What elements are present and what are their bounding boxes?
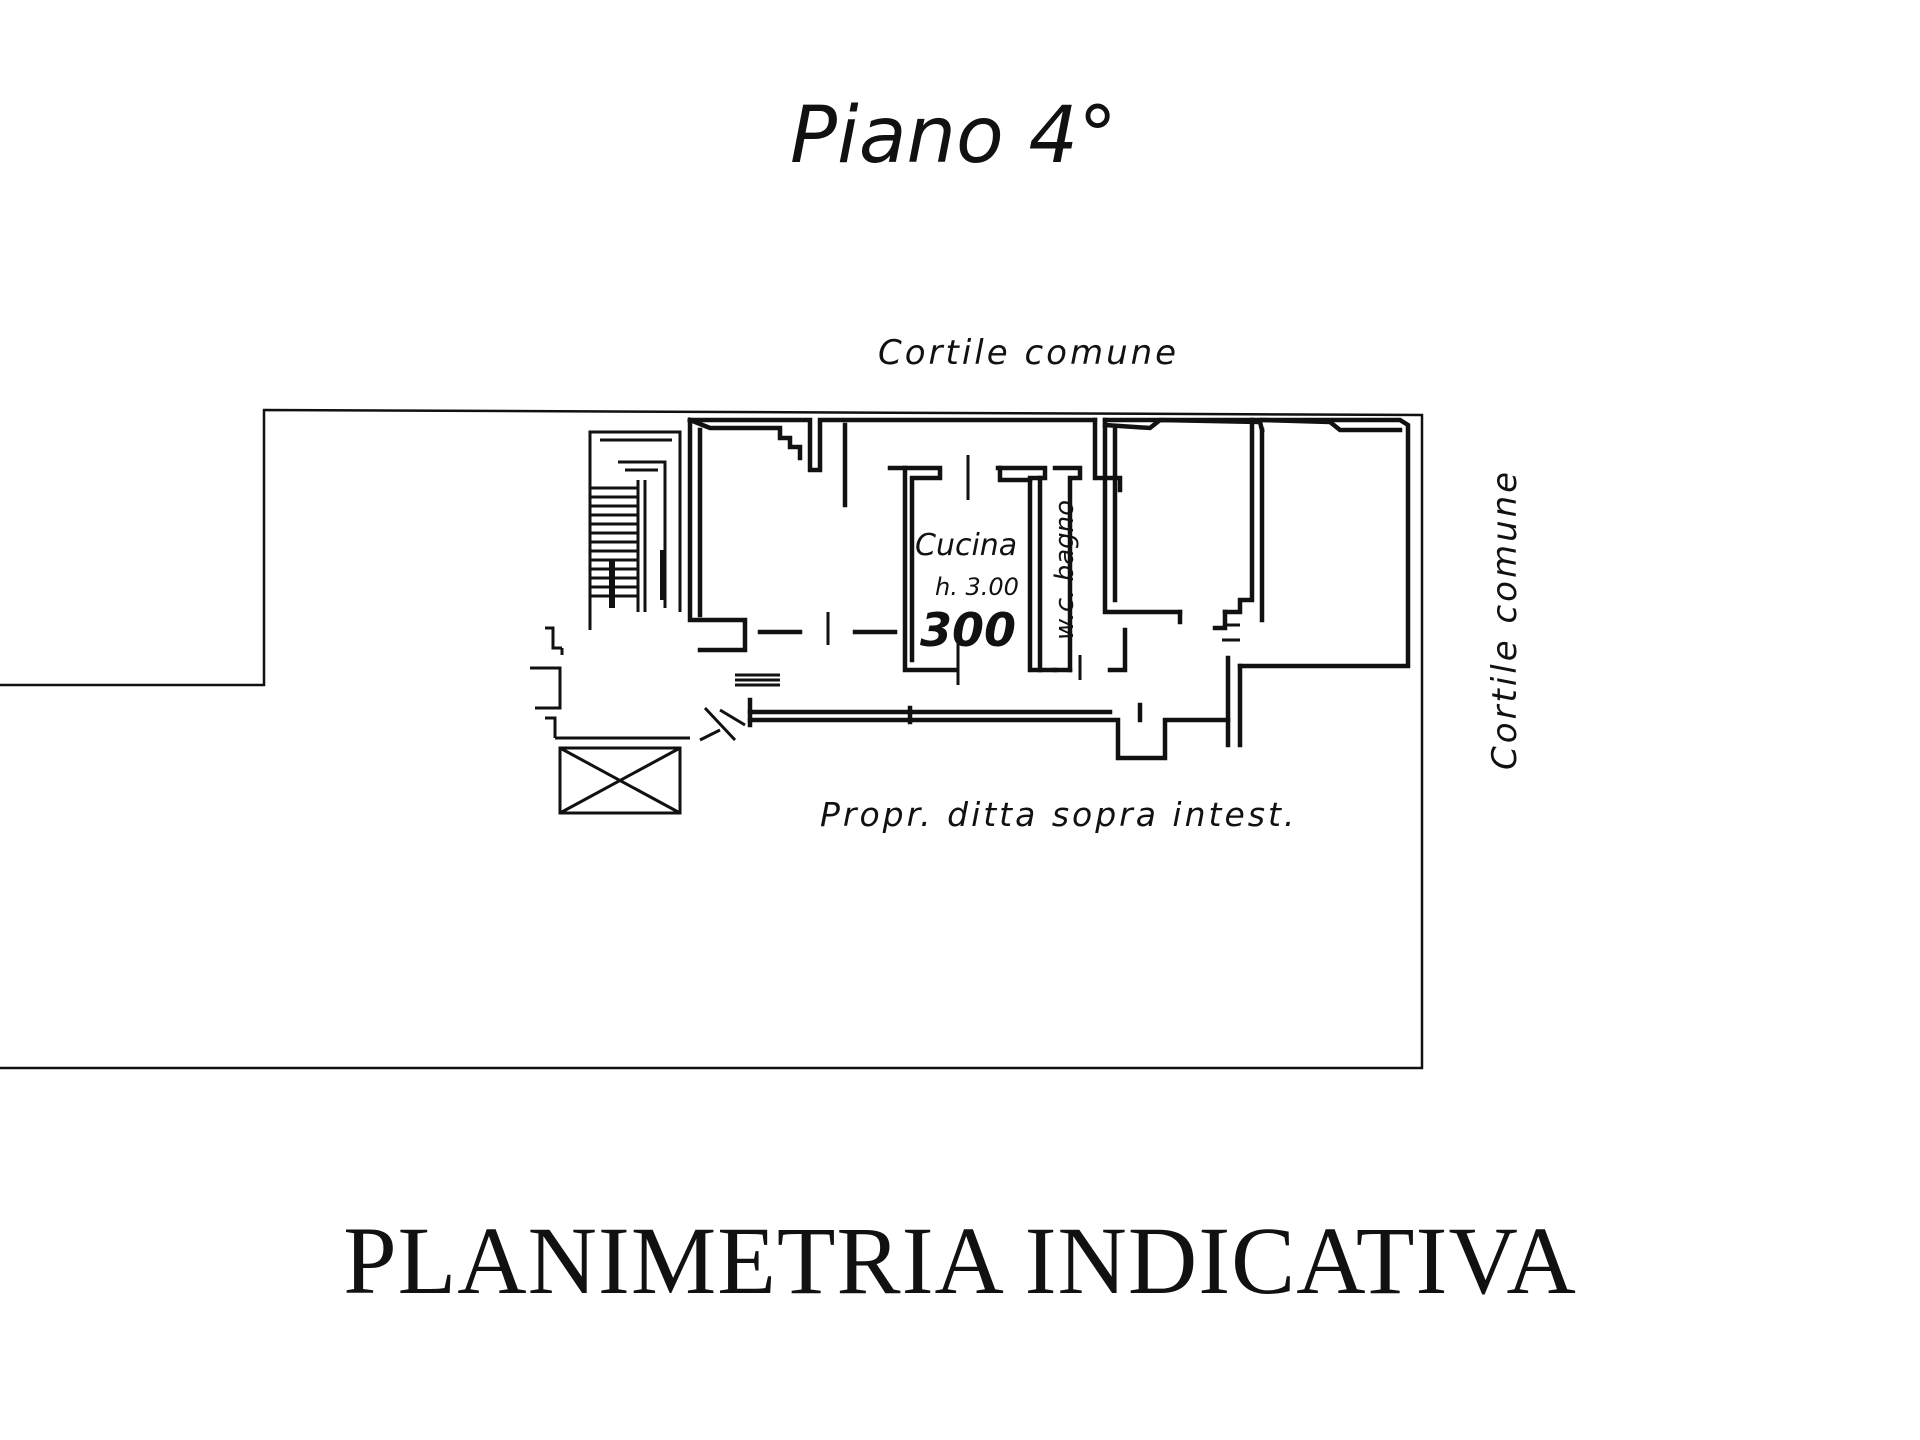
label-kitchen-number: 300 [920,603,1016,657]
label-height: h. 3.00 [935,573,1019,601]
label-bathroom: w.c. bagno [1050,500,1080,640]
property-outline [0,408,1424,1070]
caption: PLANIMETRIA INDICATIVA [343,1207,1577,1314]
label-kitchen: Cucina [915,528,1017,563]
label-right-courtyard: Cortile comune [1485,469,1525,770]
door-marks [699,455,1240,742]
label-property-below: Propr. ditta sopra intest. [820,795,1297,834]
floor-title: Piano 4° [790,91,1117,181]
stairwell [530,430,690,740]
label-top-courtyard: Cortile comune [878,333,1179,373]
elevator-shaft [558,746,682,815]
building-walls [687,417,1411,761]
